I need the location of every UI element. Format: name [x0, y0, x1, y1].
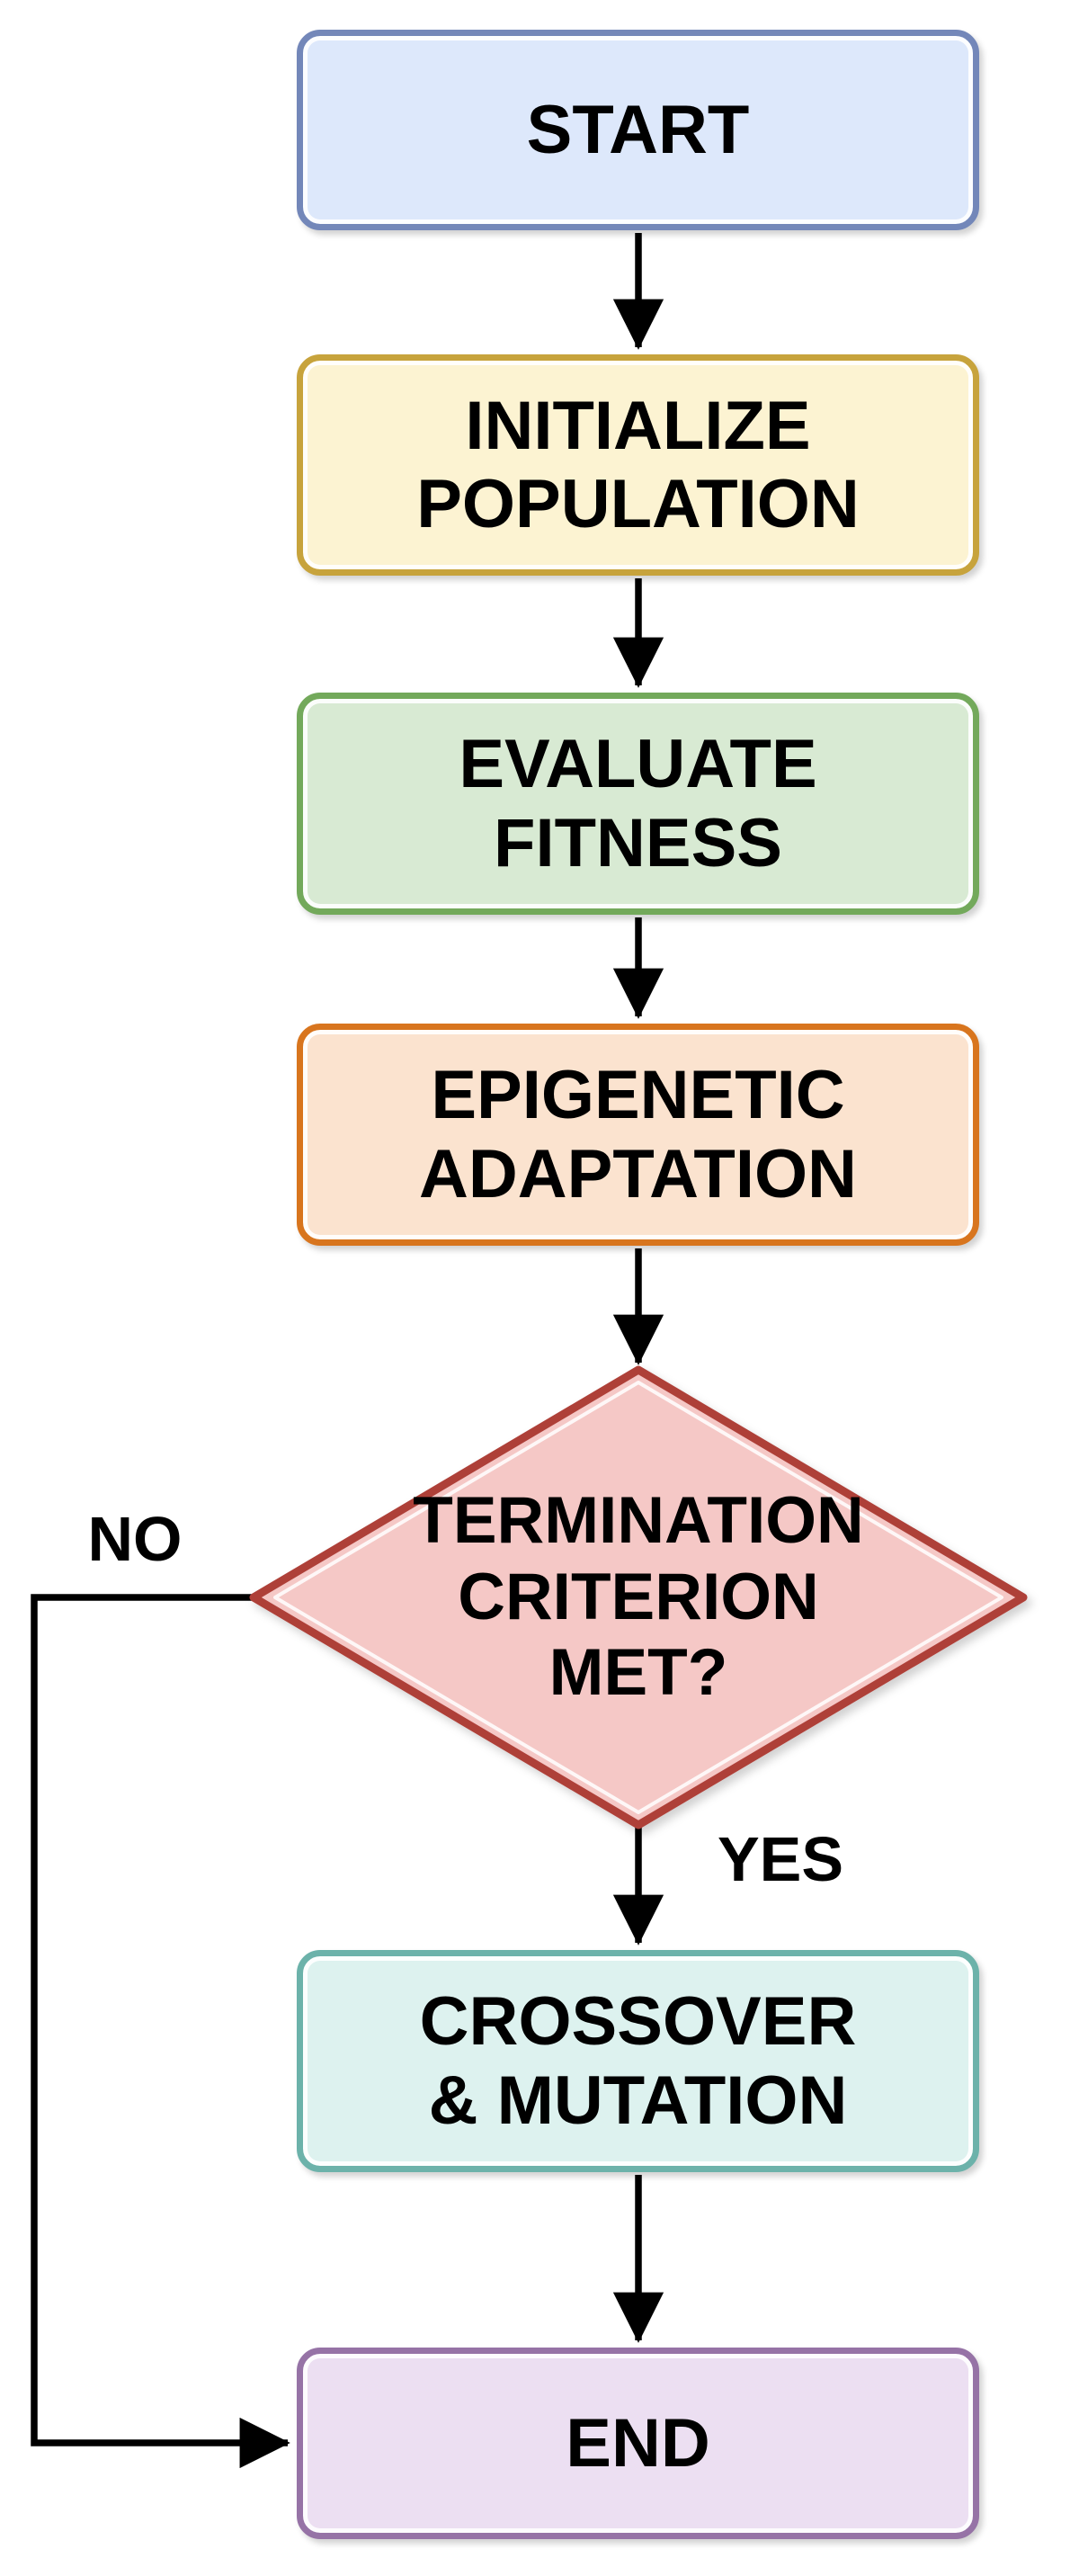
node-end: END: [297, 2348, 979, 2539]
node-evaluate-fitness: EVALUATE FITNESS: [297, 693, 979, 915]
edge-label-no: NO: [87, 1504, 183, 1574]
node-label-line: CROSSOVER: [419, 1983, 857, 2061]
node-label-line: INITIALIZE: [465, 387, 811, 464]
decision-diamond-shape: [249, 1365, 1028, 1829]
decision-diamond-inner-highlight: [273, 1381, 1003, 1814]
node-label-line: CRITERION: [458, 1560, 819, 1633]
node-label-line: MET?: [548, 1636, 728, 1710]
node-label-line: ADAPTATION: [419, 1135, 857, 1212]
node-initialize-population: INITIALIZE POPULATION: [297, 354, 979, 576]
node-label-line: POPULATION: [416, 466, 860, 542]
node-evaluate-fitness-label: EVALUATE FITNESS: [459, 725, 816, 882]
node-end-label: END: [566, 2404, 709, 2482]
node-epigenetic-adaptation: EPIGENETIC ADAPTATION: [297, 1024, 979, 1246]
decision-diamond: [249, 1365, 1028, 1829]
node-start-label: START: [527, 91, 750, 169]
node-label-line: FITNESS: [494, 804, 782, 881]
node-termination-decision: TERMINATION CRITERION MET?: [351, 1436, 926, 1759]
node-label-line: START: [526, 91, 750, 168]
node-initialize-population-label: INITIALIZE POPULATION: [416, 387, 860, 544]
node-epigenetic-adaptation-label: EPIGENETIC ADAPTATION: [419, 1056, 857, 1213]
node-crossover-mutation-label: CROSSOVER & MUTATION: [420, 1982, 857, 2140]
node-start: START: [297, 30, 979, 230]
node-label-line: END: [566, 2404, 710, 2482]
node-crossover-mutation: CROSSOVER & MUTATION: [297, 1950, 979, 2172]
node-label-line: EPIGENETIC: [431, 1057, 845, 1134]
node-label-line: TERMINATION: [413, 1483, 864, 1557]
edge-no-loop-decision-to-end: [31, 1594, 290, 2469]
edge-label-yes: YES: [717, 1824, 844, 1894]
node-label-line: & MUTATION: [428, 2062, 848, 2139]
node-label-line: EVALUATE: [459, 726, 817, 803]
